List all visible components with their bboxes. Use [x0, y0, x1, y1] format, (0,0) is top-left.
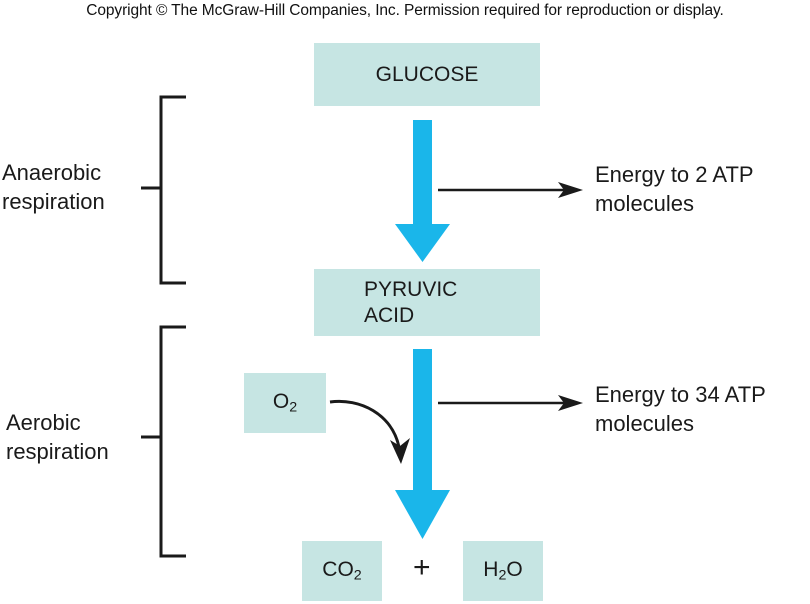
aerobic-respiration-label: Aerobic respiration	[6, 410, 109, 464]
aerobic-energy-label: Energy to 34 ATP molecules	[595, 382, 766, 436]
flow-arrow-pyruvic-to-products	[395, 349, 450, 539]
flow-arrow-shaft	[413, 120, 432, 226]
anaerobic-energy-label: Energy to 2 ATP molecules	[595, 162, 754, 216]
energy-arrow-aerobic	[438, 395, 583, 411]
glucose-box: GLUCOSE	[314, 43, 540, 106]
water-label: H2O	[483, 558, 523, 584]
pyruvic-acid-label-line1: PYRUVIC	[364, 278, 458, 302]
water-box: H2O	[463, 541, 543, 601]
aerobic-bracket	[141, 325, 186, 558]
anaerobic-bracket	[141, 95, 186, 285]
glucose-label: GLUCOSE	[375, 62, 479, 86]
pyruvic-acid-label-line2: ACID	[364, 303, 415, 327]
plus-sign: +	[413, 551, 431, 584]
carbon-dioxide-box: CO2	[302, 541, 382, 601]
carbon-dioxide-label: CO2	[322, 558, 362, 584]
oxygen-curved-arrow	[329, 399, 410, 464]
energy-arrow-anaerobic	[438, 182, 583, 198]
anaerobic-respiration-label: Anaerobic respiration	[2, 160, 105, 214]
oxygen-label: O2	[272, 390, 298, 416]
flow-arrow-glucose-to-pyruvic	[395, 120, 450, 262]
flow-arrow-head	[395, 490, 450, 539]
oxygen-box: O2	[244, 373, 326, 433]
flow-arrow-head	[395, 224, 450, 262]
flow-arrow-shaft	[413, 349, 432, 492]
copyright-notice: Copyright © The McGraw-Hill Companies, I…	[86, 2, 724, 19]
pyruvic-acid-box: PYRUVIC ACID	[314, 269, 540, 336]
